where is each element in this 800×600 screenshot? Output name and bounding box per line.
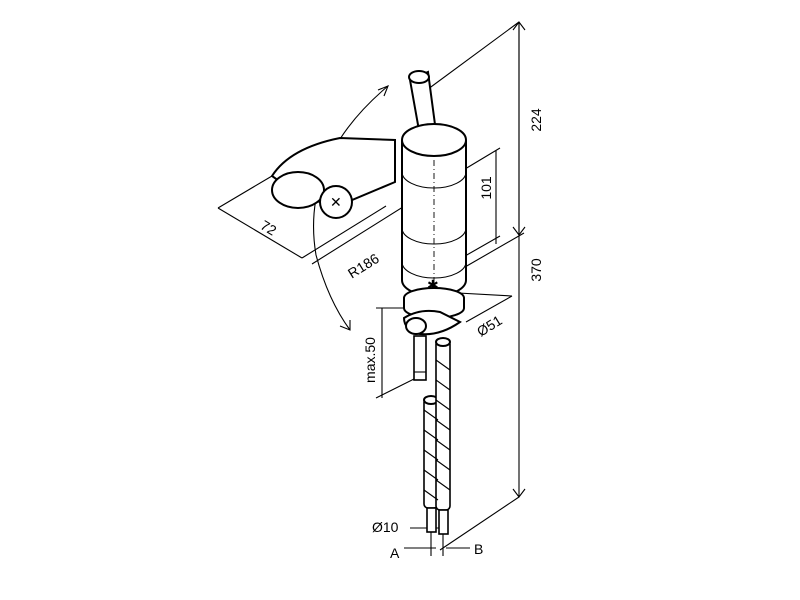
dim-101-ext-bottom bbox=[464, 235, 501, 257]
dim-224-extension bbox=[464, 232, 525, 268]
label-d51: Ø51 bbox=[474, 312, 505, 340]
swing-arc bbox=[313, 85, 389, 331]
label-b: B bbox=[474, 541, 483, 557]
label-224: 224 bbox=[528, 108, 544, 132]
swing-arrow-top bbox=[377, 85, 389, 97]
dim-72-ext-left bbox=[217, 175, 273, 209]
swing-arrow-bottom bbox=[339, 320, 351, 331]
label-72: 72 bbox=[258, 217, 280, 239]
label-d10: Ø10 bbox=[372, 519, 399, 535]
hose-b-fitting bbox=[438, 509, 449, 535]
label-r186: R186 bbox=[345, 250, 382, 281]
label-a: A bbox=[390, 545, 400, 561]
hose-b-top bbox=[435, 337, 451, 347]
hose-a-fitting bbox=[426, 507, 437, 533]
lever-cap-mark: ✕ bbox=[330, 194, 342, 210]
dim-d51-line bbox=[465, 295, 513, 323]
lever-end bbox=[271, 171, 325, 209]
center-mark: ✱ bbox=[427, 277, 439, 293]
dimension-lines bbox=[217, 21, 526, 551]
spout-tip bbox=[408, 70, 430, 84]
label-370: 370 bbox=[528, 258, 544, 282]
hose-braid bbox=[423, 359, 451, 501]
lever-cap bbox=[319, 185, 353, 219]
cylinder-top bbox=[401, 123, 467, 157]
dim-bottom-extension bbox=[439, 496, 520, 551]
threaded-stud bbox=[413, 335, 427, 381]
label-max50: max.50 bbox=[362, 337, 378, 383]
dim-top-extension bbox=[419, 21, 520, 96]
dim-224-arrow bbox=[512, 226, 526, 236]
mounting-nut bbox=[405, 317, 427, 335]
dim-72-ext-right bbox=[301, 205, 387, 259]
label-101: 101 bbox=[478, 176, 494, 200]
dim-72-line bbox=[217, 207, 303, 259]
faucet-body: ✱ ✕ bbox=[270, 70, 467, 336]
supply-hoses bbox=[413, 335, 451, 556]
